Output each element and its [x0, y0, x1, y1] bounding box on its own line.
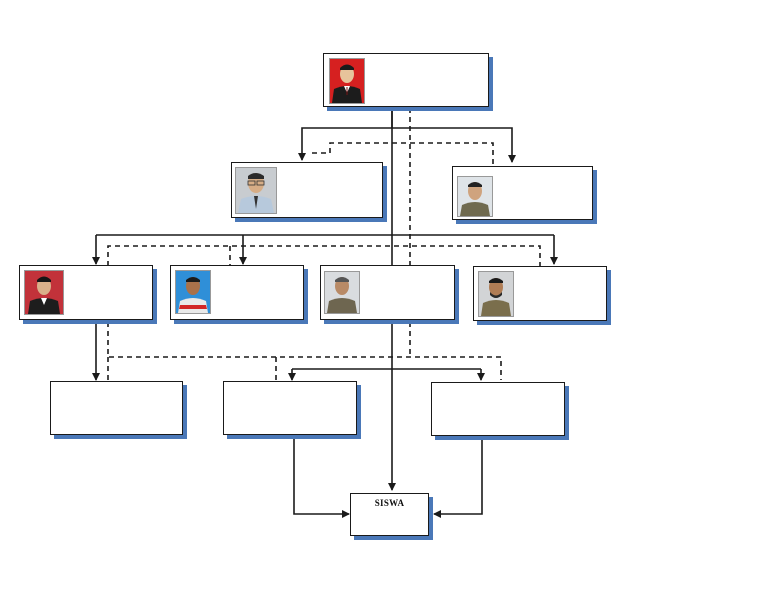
solid-connector: [433, 436, 483, 518]
portrait-photo: [235, 167, 277, 214]
dashed-connector: [107, 245, 541, 266]
org-box-fourth-2: [223, 381, 357, 435]
org-box-fourth-3: [431, 382, 565, 436]
dashed-connector: [312, 142, 494, 166]
org-box-third-4: [473, 266, 607, 321]
org-box-top: [323, 53, 489, 107]
siswa-label: SISWA: [374, 498, 405, 508]
org-box-fourth-1: [50, 381, 183, 435]
portrait-photo: [329, 58, 365, 104]
org-box-third-3: [320, 265, 455, 320]
portrait-photo: [24, 270, 64, 315]
portrait-photo: [324, 271, 360, 314]
solid-connector: [293, 436, 350, 518]
org-box-second-left: [231, 162, 383, 218]
org-box-siswa: SISWA: [350, 493, 429, 536]
portrait-photo: [457, 176, 493, 217]
org-box-third-2: [170, 265, 304, 320]
solid-connector: [392, 127, 516, 163]
portrait-photo: [478, 271, 514, 317]
org-box-third-1: [19, 265, 153, 320]
org-box-second-right: [452, 166, 593, 220]
dashed-connector: [107, 322, 502, 380]
portrait-photo: [175, 270, 211, 314]
